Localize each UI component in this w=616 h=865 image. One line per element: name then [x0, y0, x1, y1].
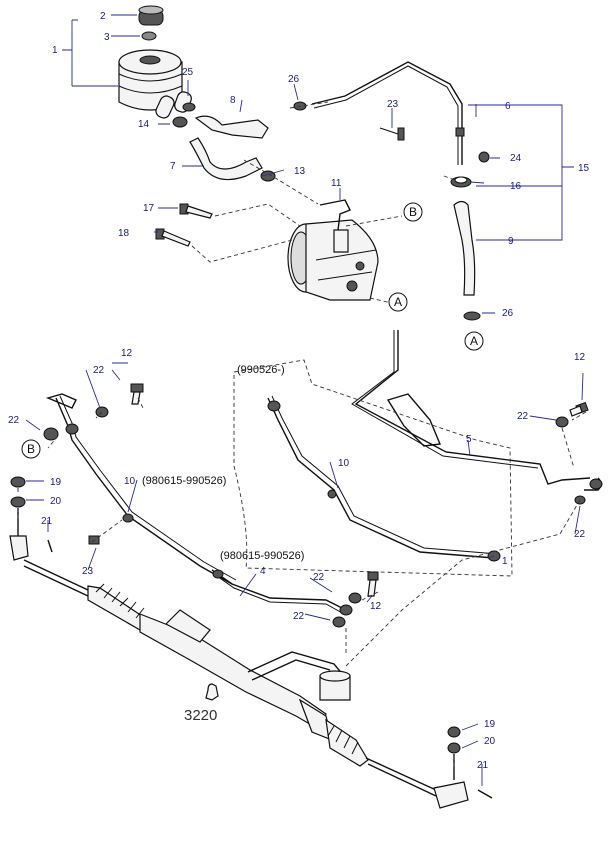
- callout-26-bottom: 26: [502, 308, 514, 319]
- tie-rod-end-left: [9, 535, 29, 561]
- pipe-10-right: [267, 397, 495, 559]
- callout-11: 11: [331, 178, 342, 189]
- power-steering-pump: [287, 199, 379, 301]
- callout-24: 24: [510, 153, 522, 164]
- date-note-980615-a: (980615-990526): [142, 475, 226, 487]
- hose-7: [189, 137, 263, 181]
- pipe-5: [354, 330, 591, 485]
- callout-25: 25: [182, 67, 194, 78]
- callout-26-top: 26: [288, 74, 300, 85]
- bolt-18: [155, 228, 191, 247]
- tie-rod-end-right: [433, 781, 469, 809]
- callout-22-f: 22: [574, 529, 586, 540]
- callout-4: 4: [260, 566, 266, 577]
- ref-label-b-top: B: [409, 205, 417, 219]
- pipe-10-left: [55, 397, 233, 585]
- callout-9: 9: [508, 236, 514, 247]
- ref-circle-b-top: [403, 202, 423, 222]
- callout-14: 14: [138, 119, 150, 130]
- ref-label-a-right: A: [470, 334, 478, 348]
- callout-15: 15: [578, 163, 590, 174]
- bolt-12-mid: [367, 571, 379, 597]
- callout-23-top: 23: [387, 99, 399, 110]
- callout-22-d: 22: [293, 611, 305, 622]
- ref-circle-a-right: [464, 331, 484, 351]
- callout-12-c: 12: [574, 352, 586, 363]
- ref-circle-a-mid: [388, 292, 408, 312]
- callout-17: 17: [143, 203, 155, 214]
- bolt-17: [179, 203, 213, 219]
- callout-10-b: 10: [338, 458, 350, 469]
- callout-19-left: 19: [50, 477, 62, 488]
- callout-22-e: 22: [517, 411, 529, 422]
- callout-12-b: 12: [370, 601, 382, 612]
- steering-gearbox: [23, 559, 437, 797]
- reservoir-assembly: [118, 5, 196, 128]
- callout-19-right: 19: [484, 719, 496, 730]
- callout-16: 16: [510, 181, 522, 192]
- callout-23-bottom: 23: [82, 566, 94, 577]
- hose-8: [194, 115, 269, 139]
- pipe-6: [311, 61, 463, 165]
- callout-8: 8: [230, 95, 236, 106]
- callout-5: 5: [466, 434, 472, 445]
- callout-7: 7: [170, 161, 176, 172]
- callout-21-left: 21: [41, 516, 53, 527]
- callout-6: 6: [505, 101, 511, 112]
- callout-21-right: 21: [477, 760, 489, 771]
- bolt-12-upper: [130, 383, 144, 405]
- callout-2: 2: [100, 11, 106, 22]
- ref-circle-b-left: [21, 439, 41, 459]
- callout-1-b: 1: [502, 556, 508, 567]
- callout-22-a: 22: [93, 365, 105, 376]
- date-note-980615-b: (980615-990526): [220, 550, 304, 562]
- callout-20-left: 20: [50, 496, 62, 507]
- callout-12-a: 12: [121, 348, 133, 359]
- callout-10-a: 10: [124, 476, 136, 487]
- callout-22-c: 22: [313, 572, 325, 583]
- bolt-12-right: [569, 401, 589, 417]
- hand-icon: [205, 683, 219, 701]
- callout-20-right: 20: [484, 736, 496, 747]
- pipe-4: [211, 569, 347, 611]
- ref-label-b-left: B: [27, 442, 35, 456]
- hose-9: [453, 200, 476, 296]
- callout-22-b: 22: [8, 415, 20, 426]
- group-code: 3220: [184, 707, 217, 724]
- callout-13: 13: [294, 166, 306, 177]
- ref-label-a-mid: A: [394, 295, 402, 309]
- date-note-990526: (990526-): [237, 364, 285, 376]
- callout-18: 18: [118, 228, 130, 239]
- callout-1: 1: [52, 45, 58, 56]
- callout-3: 3: [104, 32, 110, 43]
